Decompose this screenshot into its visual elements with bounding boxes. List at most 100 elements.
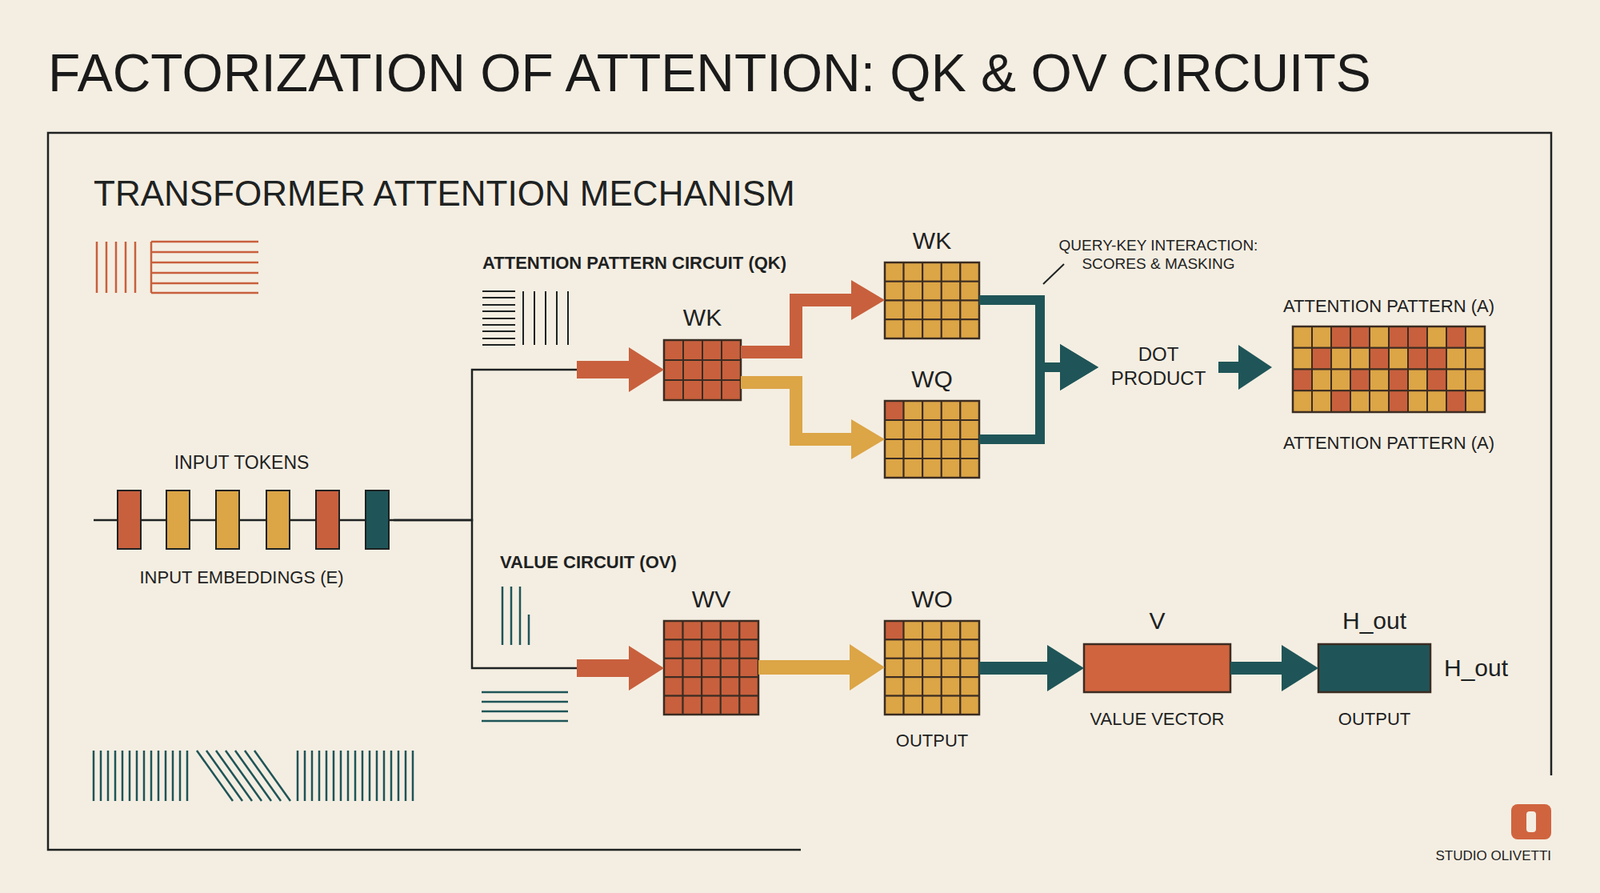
matrix-cell bbox=[884, 696, 904, 715]
matrix-cells bbox=[884, 400, 980, 478]
connector-shaft bbox=[740, 300, 852, 352]
node-label: WO bbox=[884, 587, 980, 612]
matrix-cell bbox=[1292, 390, 1312, 412]
node-label: H_out bbox=[1318, 608, 1431, 633]
matrix-cell bbox=[720, 639, 740, 658]
matrix-cell bbox=[701, 696, 721, 715]
matrix-cell bbox=[1369, 390, 1389, 412]
matrix-cell bbox=[884, 639, 904, 658]
matrix-cell bbox=[1408, 390, 1428, 412]
matrix-cell bbox=[904, 439, 924, 459]
matrix-cell bbox=[1292, 369, 1312, 392]
matrix-cell bbox=[904, 696, 924, 715]
matrix-cell bbox=[1388, 369, 1408, 392]
matrix-cell bbox=[739, 696, 759, 715]
matrix-cell bbox=[702, 360, 722, 380]
frame-border bbox=[48, 132, 1552, 850]
token-block bbox=[316, 490, 340, 549]
matrix-cell bbox=[922, 319, 942, 339]
token-block bbox=[117, 490, 141, 549]
matrix-cell bbox=[720, 676, 740, 696]
section-heading: TRANSFORMER ATTENTION MECHANISM bbox=[93, 176, 894, 212]
weight-matrix: WK bbox=[884, 226, 980, 339]
matrix-cell bbox=[702, 340, 722, 360]
matrix-cell bbox=[960, 676, 980, 696]
matrix-cell bbox=[904, 676, 924, 696]
node-label: OUTPUT bbox=[1318, 710, 1431, 728]
matrix-cell bbox=[941, 696, 961, 715]
diagram-title: FACTORIZATION OF ATTENTION: QK & OV CIRC… bbox=[48, 46, 1568, 100]
matrix-cell bbox=[941, 620, 961, 640]
matrix-cell bbox=[1465, 390, 1485, 412]
connector-arrow bbox=[740, 382, 885, 460]
matrix-cell bbox=[960, 658, 980, 677]
matrix-cell bbox=[960, 262, 980, 282]
matrix-cell bbox=[941, 281, 961, 301]
node-graphic bbox=[1272, 292, 1506, 453]
matrix-cell bbox=[904, 639, 924, 658]
leader-line bbox=[1043, 264, 1064, 284]
matrix-outline bbox=[884, 620, 980, 715]
matrix-cell bbox=[922, 262, 942, 282]
matrix-cell bbox=[884, 262, 904, 282]
matrix-cell bbox=[1465, 348, 1485, 370]
matrix-cell bbox=[884, 620, 904, 640]
token-block bbox=[166, 490, 190, 549]
matrix-cell bbox=[941, 639, 961, 658]
node-label: WK bbox=[664, 305, 741, 330]
arrow-head bbox=[1238, 344, 1272, 390]
connector-arrow bbox=[393, 520, 664, 691]
matrix-outline bbox=[884, 262, 980, 339]
matrix-cell bbox=[1331, 369, 1351, 392]
matrix-cell bbox=[1331, 390, 1351, 412]
matrix-cell bbox=[664, 360, 684, 380]
matrix-cell bbox=[1312, 390, 1332, 412]
matrix-cell bbox=[664, 340, 684, 360]
connector-wire bbox=[393, 369, 577, 520]
matrix-cell bbox=[1312, 326, 1332, 348]
connector-arrow bbox=[979, 300, 1099, 391]
matrix-cell bbox=[922, 639, 942, 658]
matrix-cell bbox=[664, 639, 684, 658]
token-block bbox=[216, 490, 240, 549]
connector-shaft bbox=[576, 360, 630, 379]
matrix-cell bbox=[960, 319, 980, 339]
arrow-head bbox=[1060, 344, 1099, 391]
matrix-cell bbox=[1369, 326, 1389, 348]
matrix-cells bbox=[664, 340, 741, 400]
matrix-cell bbox=[683, 696, 703, 715]
matrix-cell bbox=[701, 639, 721, 658]
connector-arrow bbox=[1230, 644, 1319, 692]
vector-bar: H_outH_outOUTPUT bbox=[1318, 607, 1511, 732]
matrix-cell bbox=[1369, 369, 1389, 392]
hatch-ornament bbox=[93, 750, 413, 801]
matrix-cell bbox=[960, 400, 980, 420]
matrix-outline bbox=[1292, 326, 1485, 412]
matrix-cell bbox=[683, 360, 703, 380]
matrix-cell bbox=[922, 658, 942, 677]
matrix-cell bbox=[1292, 326, 1312, 348]
arrow-head bbox=[1281, 644, 1319, 692]
weight-matrix: WK bbox=[664, 302, 741, 400]
logo-mark bbox=[1526, 811, 1536, 832]
matrix-cell bbox=[922, 281, 942, 301]
matrix-cell bbox=[1465, 326, 1485, 348]
matrix-cell bbox=[720, 658, 740, 677]
connector-arrow bbox=[1218, 344, 1272, 390]
vector-rect bbox=[1318, 644, 1431, 692]
matrix-cell bbox=[739, 676, 759, 696]
matrix-cell bbox=[884, 420, 904, 440]
connector-shaft bbox=[740, 382, 852, 440]
matrix-cell bbox=[721, 380, 741, 400]
matrix-cell bbox=[1350, 326, 1370, 348]
matrix-cell bbox=[922, 400, 942, 420]
hatch-ornament bbox=[96, 241, 259, 293]
matrix-cell bbox=[884, 319, 904, 339]
token-strip: INPUT TOKENSINPUT EMBEDDINGS (E) bbox=[89, 448, 394, 592]
arrow-head bbox=[628, 347, 664, 392]
weight-matrix: WOOUTPUT bbox=[884, 584, 980, 753]
matrix-cell bbox=[922, 620, 942, 640]
matrix-outline bbox=[884, 400, 980, 478]
matrix-cell bbox=[702, 380, 722, 400]
circuit-heading: VALUE CIRCUIT (OV) bbox=[500, 553, 820, 572]
